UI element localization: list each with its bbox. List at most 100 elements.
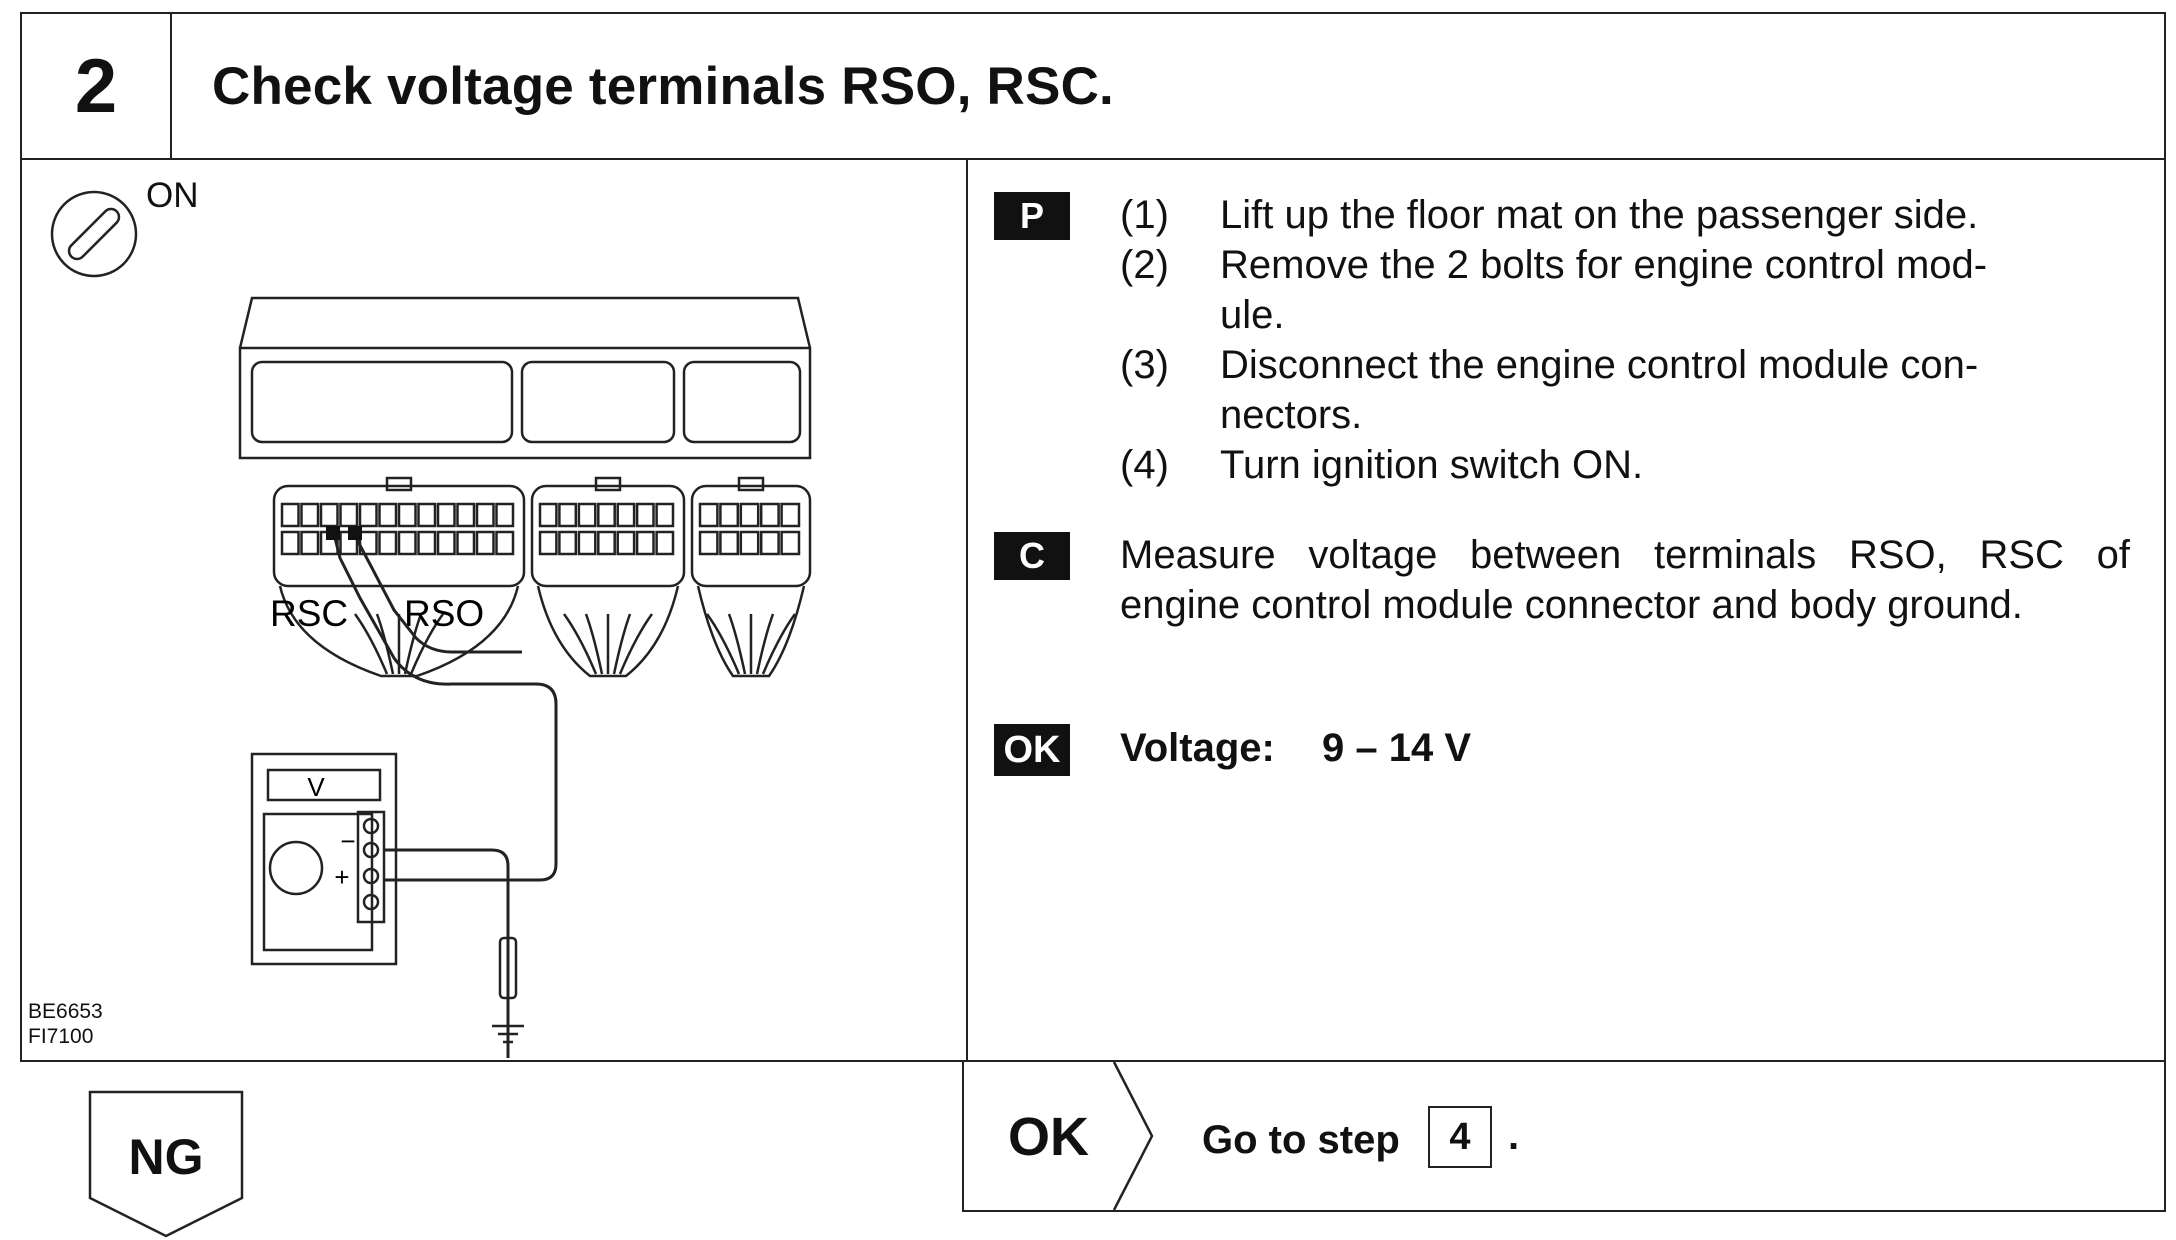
result-ng-block: NG bbox=[88, 1090, 244, 1238]
step-text-continued: ule. bbox=[1220, 293, 1285, 337]
connector-pin bbox=[378, 502, 398, 528]
connector-pin bbox=[577, 530, 597, 556]
step-index: (1) bbox=[1120, 193, 1169, 237]
step-index: (4) bbox=[1120, 443, 1169, 487]
connector-pin bbox=[655, 502, 675, 528]
harness-wire bbox=[403, 613, 423, 675]
figure-code: BE6653 bbox=[28, 1000, 103, 1023]
connector-pin bbox=[378, 530, 398, 556]
rsc-label: RSC bbox=[270, 593, 348, 634]
spec-value: 9 – 14 V bbox=[1322, 726, 1472, 770]
connector-pin bbox=[397, 530, 417, 556]
step-text: Remove the 2 bolts for engine control mo… bbox=[1220, 243, 1988, 287]
connector-pin bbox=[495, 502, 515, 528]
step-title: Check voltage terminals RSO, RSC. bbox=[212, 57, 1114, 116]
harness-wire bbox=[618, 613, 654, 675]
connector-pin bbox=[616, 502, 636, 528]
harness-wire bbox=[612, 613, 632, 675]
spec-tag: OK bbox=[994, 724, 1070, 776]
instruction-panel: P (1) Lift up the floor mat on the passe… bbox=[966, 158, 2166, 1062]
connector-pin bbox=[655, 530, 675, 556]
connector-pin bbox=[616, 530, 636, 556]
connector-pin bbox=[456, 502, 476, 528]
connector-pin bbox=[456, 530, 476, 556]
connector-pin bbox=[719, 530, 740, 556]
harness-wire bbox=[409, 613, 445, 675]
step-text: Disconnect the engine control module con… bbox=[1220, 343, 1979, 387]
figure-code: FI7100 bbox=[28, 1025, 94, 1048]
check-tag: C bbox=[994, 532, 1070, 580]
connector-pin bbox=[495, 530, 515, 556]
goto-period: . bbox=[1508, 1114, 1520, 1158]
connector-pin bbox=[339, 502, 359, 528]
spec-label: Voltage: bbox=[1120, 726, 1275, 770]
connector-pin bbox=[538, 502, 558, 528]
ng-arrow-shape bbox=[88, 1090, 244, 1238]
connector-pin bbox=[759, 530, 780, 556]
ignition-switch-icon bbox=[50, 190, 138, 278]
connector-pin bbox=[739, 502, 760, 528]
procedure-tag: P bbox=[994, 192, 1070, 240]
connector-pin bbox=[475, 530, 495, 556]
connector-pin bbox=[300, 502, 320, 528]
connector-pin bbox=[597, 502, 616, 528]
connector-pin bbox=[358, 502, 378, 528]
connector-pin bbox=[436, 530, 456, 556]
result-ng-label: NG bbox=[128, 1129, 204, 1185]
connector-body bbox=[272, 484, 526, 588]
wire-harness bbox=[278, 585, 520, 678]
harness-wire bbox=[705, 613, 741, 675]
connector-pin bbox=[558, 530, 578, 556]
result-ok-label: OK bbox=[1008, 1107, 1089, 1167]
figure-panel: ON RSC RSO bbox=[20, 158, 968, 1062]
result-ok-row: OK Go to step 4 . bbox=[962, 1060, 2166, 1212]
connector-latch bbox=[737, 476, 765, 492]
wire-harness bbox=[696, 585, 806, 678]
wire-harness bbox=[536, 585, 680, 678]
connector-pin bbox=[780, 530, 801, 556]
connector-body bbox=[690, 484, 812, 588]
harness-wire bbox=[727, 613, 747, 675]
connector-pin bbox=[698, 502, 719, 528]
connector-pin bbox=[577, 502, 597, 528]
connector-pin bbox=[319, 502, 339, 528]
connector-pin bbox=[558, 502, 578, 528]
step-index: (2) bbox=[1120, 243, 1169, 287]
connector-pin bbox=[719, 502, 740, 528]
connector-pin bbox=[417, 530, 437, 556]
goto-step-text: Go to step bbox=[1202, 1118, 1400, 1162]
step-text: Turn ignition switch ON. bbox=[1220, 443, 1644, 487]
connector-pin bbox=[538, 530, 558, 556]
step-text-continued: nectors. bbox=[1220, 393, 1363, 437]
connector-pin bbox=[475, 502, 495, 528]
harness-wire bbox=[562, 613, 598, 675]
connector-pin bbox=[698, 530, 719, 556]
connector-pin bbox=[635, 502, 655, 528]
connector-pin bbox=[780, 502, 801, 528]
harness-wire bbox=[584, 613, 604, 675]
connector-pin bbox=[597, 530, 616, 556]
connector-body bbox=[530, 484, 686, 588]
meter-minus: − bbox=[340, 826, 355, 856]
connector-pin bbox=[436, 502, 456, 528]
goto-step-number[interactable]: 4 bbox=[1428, 1106, 1492, 1168]
meter-label: V bbox=[307, 772, 325, 802]
connector-pin bbox=[417, 502, 437, 528]
step-text: Lift up the floor mat on the passenger s… bbox=[1220, 193, 1979, 237]
harness-wire bbox=[761, 613, 797, 675]
connector-pin bbox=[280, 502, 300, 528]
harness-wire bbox=[755, 613, 775, 675]
harness-wire bbox=[353, 613, 389, 675]
step-index: (3) bbox=[1120, 343, 1169, 387]
connector-pin bbox=[300, 530, 320, 556]
connector-pin bbox=[280, 530, 300, 556]
connector-latch bbox=[385, 476, 413, 492]
ignition-state-label: ON bbox=[146, 176, 199, 215]
connector-pin bbox=[397, 502, 417, 528]
step-header: 2 Check voltage terminals RSO, RSC. bbox=[20, 12, 2166, 160]
rso-label: RSO bbox=[404, 593, 484, 634]
connector-pin bbox=[635, 530, 655, 556]
meter-plus: + bbox=[334, 862, 349, 892]
connector-pin bbox=[739, 530, 760, 556]
connector-pin bbox=[759, 502, 780, 528]
